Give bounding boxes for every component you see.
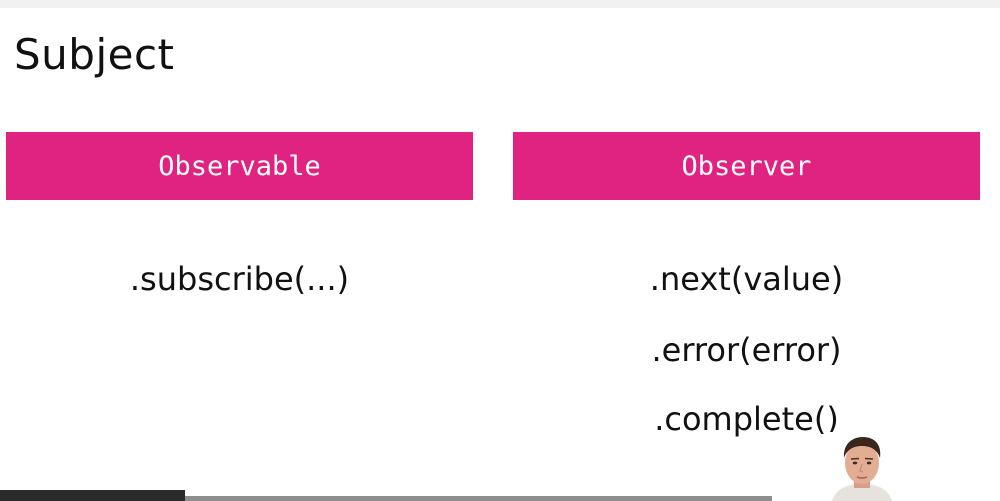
slide-title: Subject [14,30,175,79]
observer-header-label: Observer [681,150,812,182]
next-method: .next(value) [649,260,844,298]
observer-header: Observer [513,132,980,200]
video-progress-bar[interactable] [0,490,772,501]
observable-header: Observable [6,132,473,200]
subscribe-method: .subscribe(...) [129,260,350,298]
complete-method: .complete() [654,400,839,438]
top-strip [0,0,1000,8]
progress-buffered [185,496,772,501]
progress-played [0,490,185,501]
presenter-webcam-icon [826,432,898,501]
presenter-avatar [826,432,898,501]
observable-header-label: Observable [158,150,321,182]
error-method: .error(error) [651,331,842,369]
